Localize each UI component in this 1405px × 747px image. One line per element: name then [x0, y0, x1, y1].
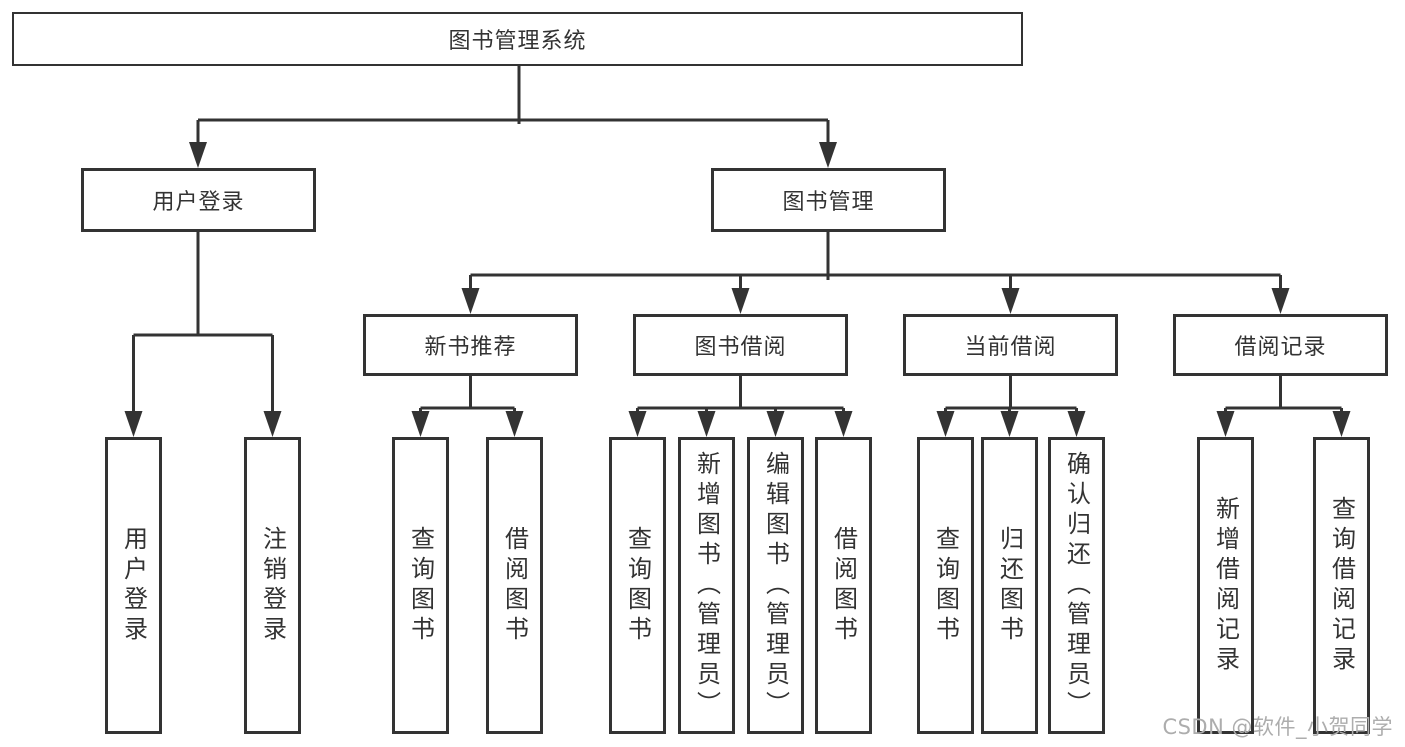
- leaf-borrow-books-recommend: 借阅图书: [486, 437, 543, 734]
- node-user-login: 用户登录: [81, 168, 316, 232]
- node-borrowing-records: 借阅记录: [1173, 314, 1388, 376]
- leaf-user-login: 用户登录: [105, 437, 162, 734]
- node-new-book-recommend: 新书推荐: [363, 314, 578, 376]
- leaf-add-borrow-record: 新增借阅记录: [1197, 437, 1254, 734]
- leaf-add-book-admin: 新增图书（管理员）: [678, 437, 735, 734]
- leaf-confirm-return-admin: 确认归还（管理员）: [1048, 437, 1105, 734]
- leaf-borrow-books-borrowing: 借阅图书: [815, 437, 872, 734]
- node-current-borrowing: 当前借阅: [903, 314, 1118, 376]
- leaf-query-borrow-record: 查询借阅记录: [1313, 437, 1370, 734]
- node-root-library-system: 图书管理系统: [12, 12, 1023, 66]
- leaf-logout: 注销登录: [244, 437, 301, 734]
- leaf-query-books-current: 查询图书: [917, 437, 974, 734]
- leaf-query-books-borrowing: 查询图书: [609, 437, 666, 734]
- leaf-return-book: 归还图书: [981, 437, 1038, 734]
- csdn-watermark: CSDN @软件_小贺同学: [1162, 715, 1393, 739]
- node-book-borrowing: 图书借阅: [633, 314, 848, 376]
- leaf-edit-book-admin: 编辑图书（管理员）: [747, 437, 804, 734]
- node-book-management: 图书管理: [711, 168, 946, 232]
- leaf-query-books-recommend: 查询图书: [392, 437, 449, 734]
